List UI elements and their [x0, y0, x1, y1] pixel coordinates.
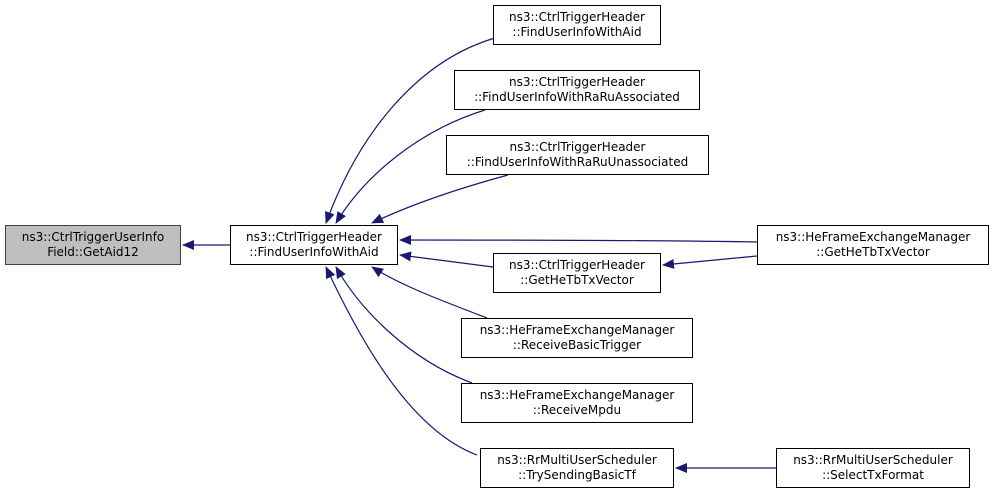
node-ctrl-get-hetb-tx-vector[interactable]: ns3::CtrlTriggerHeader ::GetHeTbTxVector: [493, 253, 661, 293]
node-label-line1: ns3::CtrlTriggerHeader: [508, 258, 645, 272]
node-label-line2: ::TrySendingBasicTf: [518, 468, 636, 482]
edge-receive_basic-to-find_aid: [371, 266, 488, 319]
node-label-line2: ::FindUserInfoWithAid: [512, 25, 642, 39]
edge-find_raru_unassoc-to-find_aid: [371, 174, 509, 224]
node-label-line1: ns3::RrMultiUserScheduler: [793, 453, 953, 467]
node-label-line1: ns3::RrMultiUserScheduler: [497, 453, 657, 467]
node-find-user-info-with-aid-caller[interactable]: ns3::CtrlTriggerHeader ::FindUserInfoWit…: [493, 5, 661, 45]
node-hefem-get-hetb-tx-vector[interactable]: ns3::HeFrameExchangeManager ::GetHeTbTxV…: [757, 225, 989, 265]
node-label-line1: ns3::HeFrameExchangeManager: [479, 323, 675, 337]
node-select-tx-format[interactable]: ns3::RrMultiUserScheduler ::SelectTxForm…: [776, 448, 970, 488]
node-label-line2: ::FindUserInfoWithRaRuUnassociated: [466, 155, 689, 169]
edge-find_raru_assoc-to-find_aid: [335, 109, 486, 224]
edge-get_hetb_ctrl-to-find_aid: [399, 251, 494, 268]
node-find-user-info-with-aid[interactable]: ns3::CtrlTriggerHeader ::FindUserInfoWit…: [230, 225, 398, 265]
node-label-line1: ns3::CtrlTriggerHeader: [245, 230, 382, 244]
node-root: ns3::CtrlTriggerUserInfo Field::GetAid12: [5, 225, 181, 265]
node-label-line2: ::ReceiveMpdu: [532, 403, 622, 417]
node-try-sending-basic-tf[interactable]: ns3::RrMultiUserScheduler ::TrySendingBa…: [480, 448, 674, 488]
node-find-user-info-with-raru-associated[interactable]: ns3::CtrlTriggerHeader ::FindUserInfoWit…: [454, 70, 700, 110]
node-label-line1: ns3::CtrlTriggerHeader: [509, 140, 646, 154]
edge-receive_mpdu-to-find_aid: [335, 266, 473, 384]
node-label-line1: ns3::CtrlTriggerUserInfo: [21, 230, 165, 244]
node-receive-basic-trigger[interactable]: ns3::HeFrameExchangeManager ::ReceiveBas…: [461, 318, 693, 358]
node-label-line2: ::ReceiveBasicTrigger: [512, 338, 642, 352]
edge-find_aid_2-to-find_aid: [325, 37, 496, 224]
edge-try_sending-to-find_aid: [325, 266, 478, 456]
node-label-line1: ns3::CtrlTriggerHeader: [508, 75, 645, 89]
node-receive-mpdu[interactable]: ns3::HeFrameExchangeManager ::ReceiveMpd…: [461, 383, 693, 423]
node-label-line2: Field::GetAid12: [47, 245, 139, 259]
node-label-line1: ns3::CtrlTriggerHeader: [508, 10, 645, 24]
node-label-line2: ::GetHeTbTxVector: [816, 245, 930, 259]
node-label-line2: ::FindUserInfoWithAid: [249, 245, 379, 259]
node-label-line2: ::SelectTxFormat: [822, 468, 924, 482]
node-find-user-info-with-raru-unassociated[interactable]: ns3::CtrlTriggerHeader ::FindUserInfoWit…: [446, 135, 709, 175]
node-label-line2: ::GetHeTbTxVector: [520, 273, 634, 287]
node-label-line1: ns3::HeFrameExchangeManager: [479, 388, 675, 402]
node-label-line1: ns3::HeFrameExchangeManager: [775, 230, 971, 244]
node-label-line2: ::FindUserInfoWithRaRuAssociated: [474, 90, 680, 104]
edge-get_hetb_hefem-to-find_aid: [399, 235, 758, 246]
edge-get_hetb_hefem-to-get_hetb_ctrl: [662, 255, 758, 269]
